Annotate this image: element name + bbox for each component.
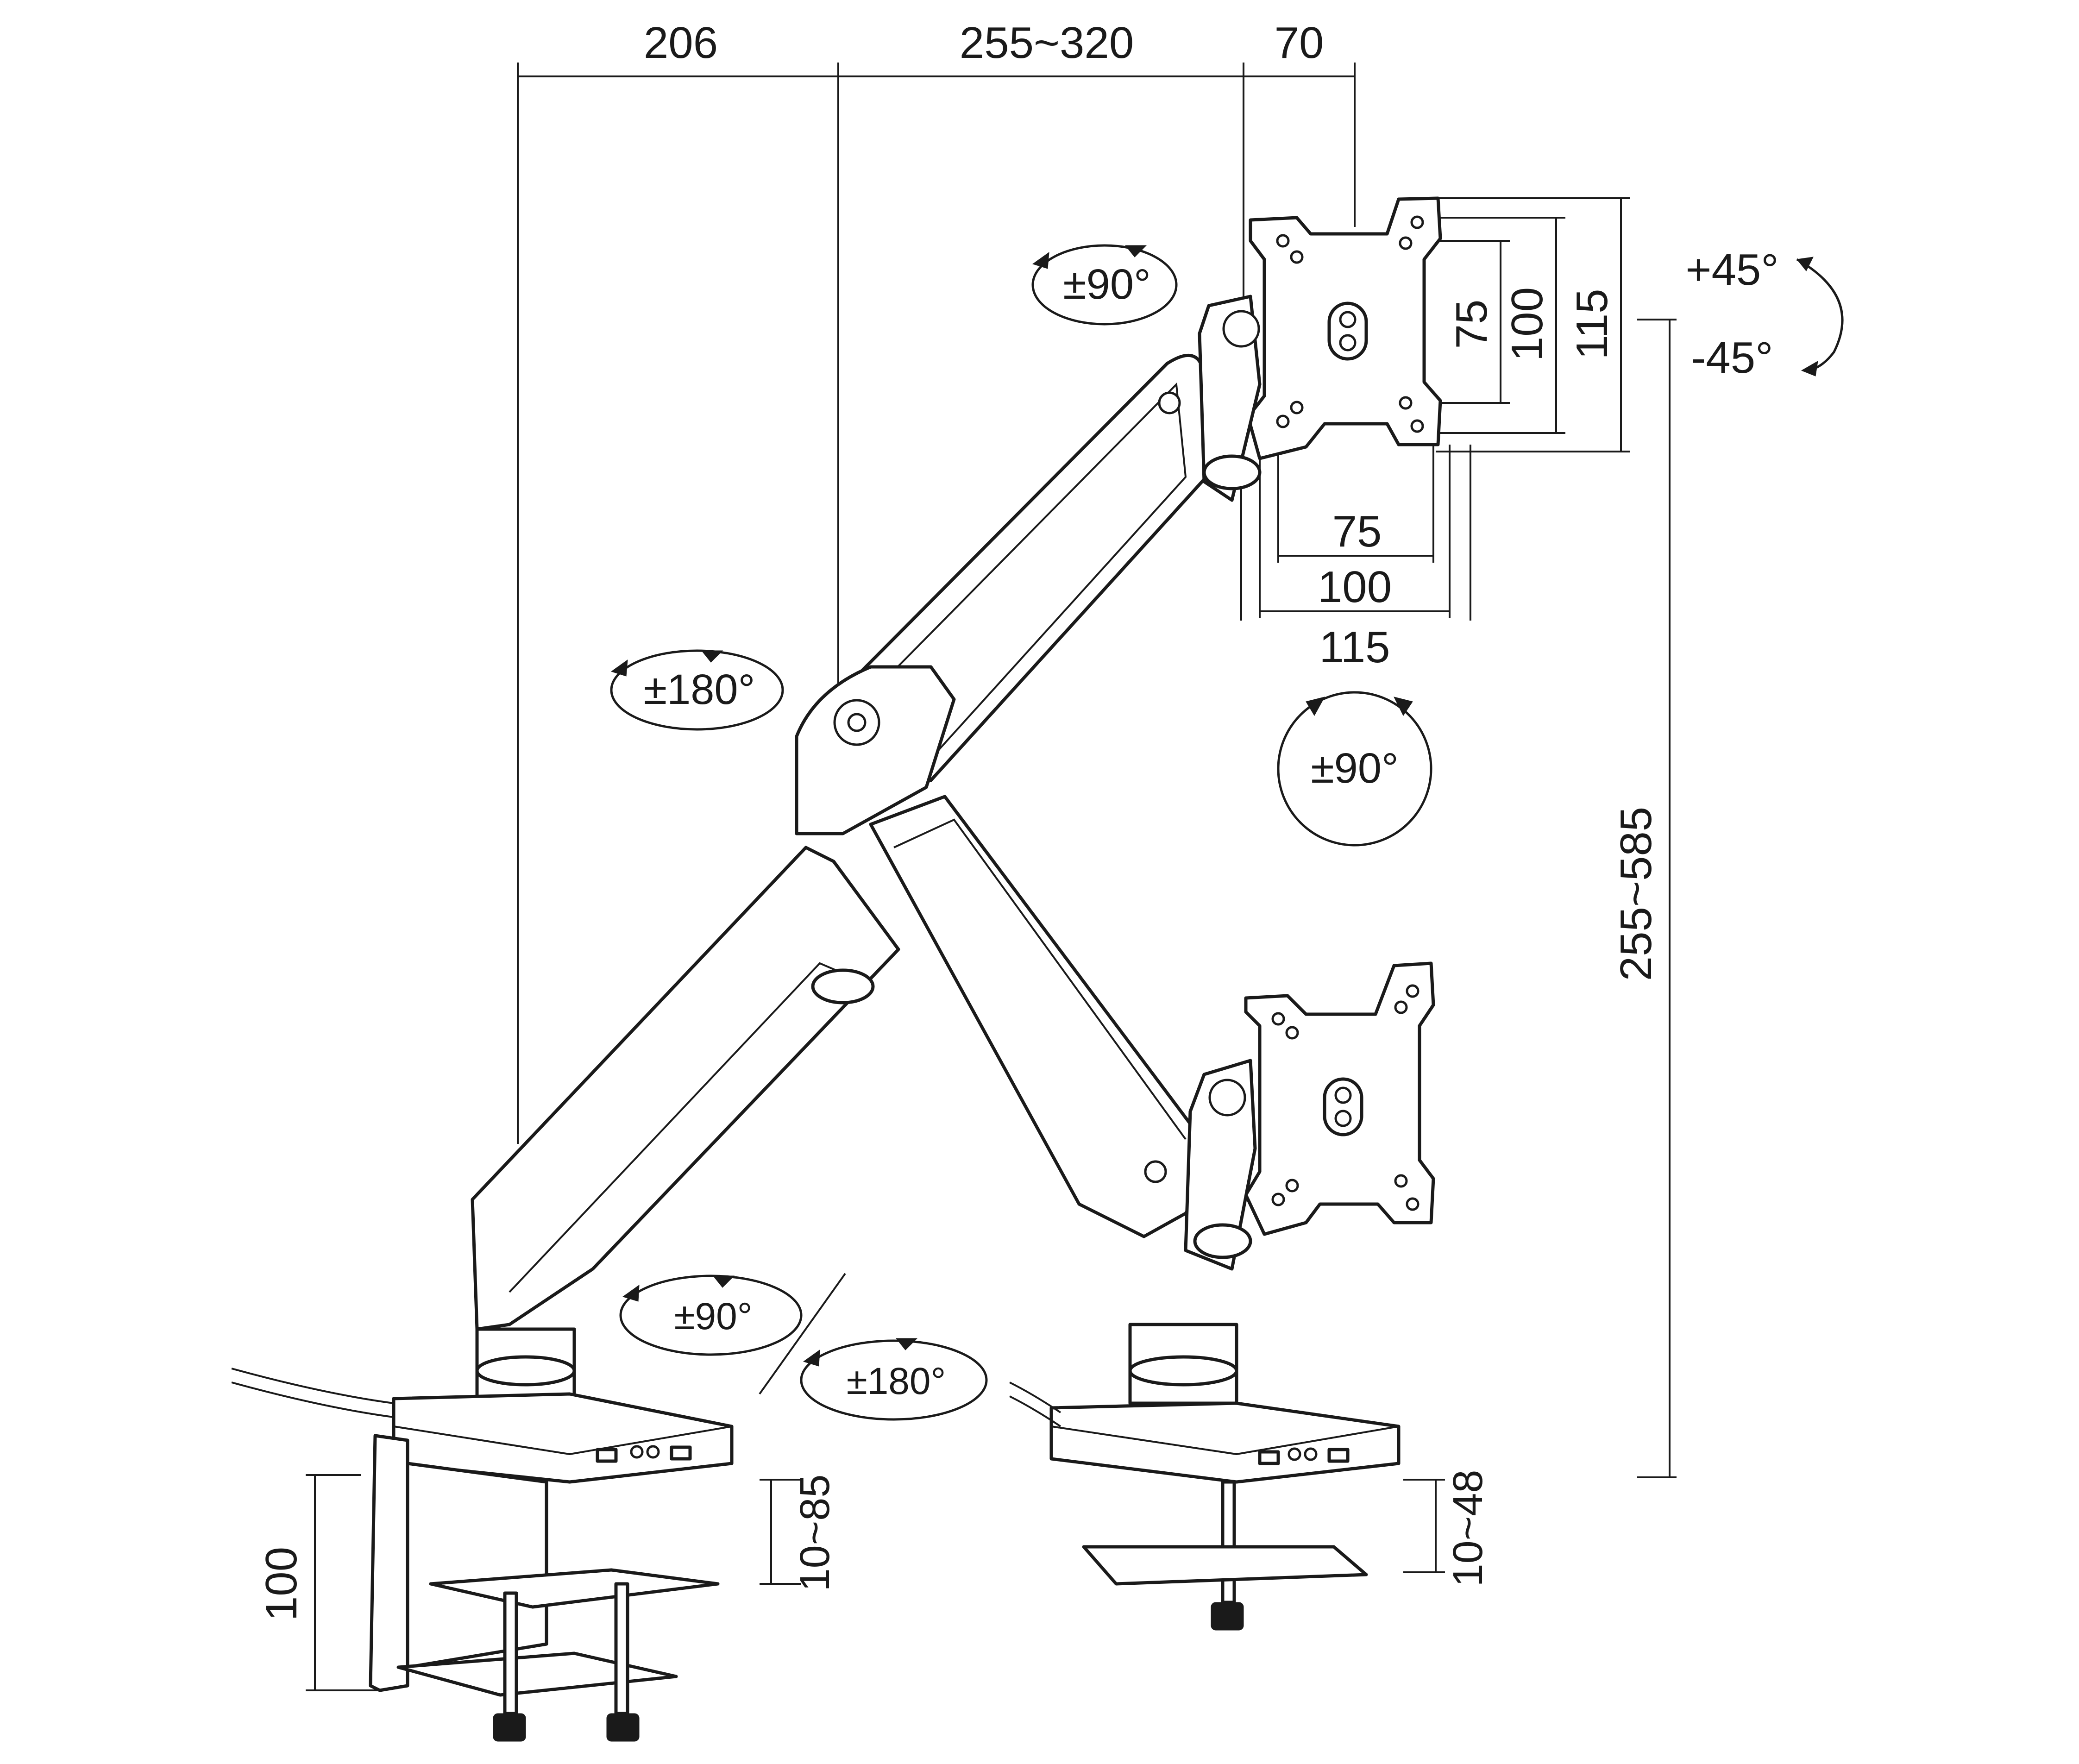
usb-port-2-icon xyxy=(670,1445,692,1461)
screen-rotate-label: ±90° xyxy=(1311,745,1399,792)
elbow-label: ±180° xyxy=(644,666,755,713)
lower-forearm-screw-icon xyxy=(1144,1160,1167,1183)
base-rotate-arrow2-icon xyxy=(895,1338,918,1350)
lower-forearm-edge xyxy=(893,818,1187,1140)
grommet-base-top-block xyxy=(1049,1401,1401,1484)
base-swivel-arrow-icon xyxy=(622,1284,640,1302)
dim-vesa-h-115: 115 xyxy=(1319,622,1390,672)
dim-top-206: 206 xyxy=(644,18,718,68)
clamp-body xyxy=(369,1434,409,1692)
grommet-bolt xyxy=(1221,1480,1236,1604)
dim-top-70: 70 xyxy=(1275,18,1324,68)
dim-vesa-h-100: 100 xyxy=(1318,562,1392,612)
audio-port-1-icon xyxy=(630,1445,644,1459)
upper-forearm-screw-icon xyxy=(1158,391,1181,414)
head-swivel-arrow-icon xyxy=(1032,251,1049,269)
cable-1 xyxy=(231,1368,394,1404)
upper-forearm-raised-edge xyxy=(833,382,1187,770)
screen-rotate-arrow-icon xyxy=(1306,697,1325,716)
screen-rotate-circle xyxy=(1277,691,1432,847)
tilt-up-label: +45° xyxy=(1685,245,1778,295)
rotation-indicators: +45° -45° ±90° ±180° ±90° ±90° ±180° xyxy=(610,244,1844,1421)
vesa-plate-bottom xyxy=(1244,961,1435,1236)
base-swivel-ellipse xyxy=(619,1274,803,1356)
dim-vesa-v-115: 115 xyxy=(1567,289,1617,359)
base-swivel-arrow2-icon xyxy=(712,1275,735,1288)
main-arm-slot xyxy=(811,968,875,1004)
clamp-bolt-head-1-icon xyxy=(493,1713,526,1742)
elbow-ellipse xyxy=(610,649,784,731)
usb-port-1-icon xyxy=(596,1448,618,1463)
dim-top-255-320: 255~320 xyxy=(960,18,1134,68)
vesa-center-slot xyxy=(1327,301,1368,361)
base-rotate-arrow-icon xyxy=(803,1349,820,1367)
tilt-knob-bottom-icon xyxy=(1208,1079,1246,1117)
grommet-cable-1 xyxy=(1009,1381,1061,1413)
head-swivel-label: ±90° xyxy=(1063,261,1151,308)
screen-rotate-arrow2-icon xyxy=(1394,697,1413,716)
grommet-plate xyxy=(1082,1545,1368,1586)
vesa-plate-top xyxy=(1246,196,1442,460)
grommet-bolt-head-icon xyxy=(1211,1602,1244,1631)
head-swivel-arrow2-icon xyxy=(1124,245,1147,257)
clamp-back-plate xyxy=(406,1462,548,1669)
dim-vesa-v-100: 100 xyxy=(1502,287,1552,361)
dim-vesa-h-75: 75 xyxy=(1332,507,1382,556)
separator-line xyxy=(759,1273,846,1395)
dimension-lines xyxy=(306,63,1677,1691)
tilt-arrow-down-icon xyxy=(1801,361,1818,377)
grommet-usb-port-1-icon xyxy=(1258,1450,1280,1465)
grommet-usb-port-2-icon xyxy=(1327,1448,1350,1463)
main-arm xyxy=(471,846,900,1331)
clamp-pressure-plate xyxy=(429,1568,720,1609)
clamp-bolt-1 xyxy=(503,1591,518,1715)
base-rotate-ellipse xyxy=(800,1339,988,1421)
elbow-joint xyxy=(795,665,956,835)
dim-clamp-range: 10~85 xyxy=(792,1475,838,1592)
tilt-down-label: -45° xyxy=(1691,333,1773,383)
dim-vesa-v-75: 75 xyxy=(1447,300,1496,349)
tilt-knob-top-icon xyxy=(1222,310,1260,348)
dim-grommet-range: 10~48 xyxy=(1445,1470,1491,1587)
elbow-arrow2-icon xyxy=(701,650,723,663)
base-swivel-label: ±90° xyxy=(674,1295,752,1337)
head-swivel-ellipse xyxy=(1031,244,1178,326)
dim-arm-height: 255~585 xyxy=(1611,807,1661,981)
clamp-base-left xyxy=(231,1368,734,1742)
dimension-labels: 206 255~320 70 75 100 115 75 100 115 255… xyxy=(257,18,1661,1621)
grommet-cable-2 xyxy=(1009,1395,1061,1427)
tilt-arrow-up-icon xyxy=(1796,257,1814,271)
base-rotate-label: ±180° xyxy=(847,1360,946,1402)
audio-port-2-icon xyxy=(646,1445,660,1459)
tilt-arc-icon xyxy=(1796,258,1844,372)
tilt-head-top xyxy=(1198,295,1262,502)
dim-clamp-height: 100 xyxy=(257,1547,306,1621)
cable-2 xyxy=(231,1381,394,1418)
elbow-arrow-icon xyxy=(610,659,628,677)
grommet-base-right xyxy=(1009,1323,1401,1631)
arm-assembly xyxy=(471,295,1262,1400)
clamp-bolt-head-2-icon xyxy=(606,1713,640,1742)
clamp-bolt-2 xyxy=(614,1582,629,1715)
